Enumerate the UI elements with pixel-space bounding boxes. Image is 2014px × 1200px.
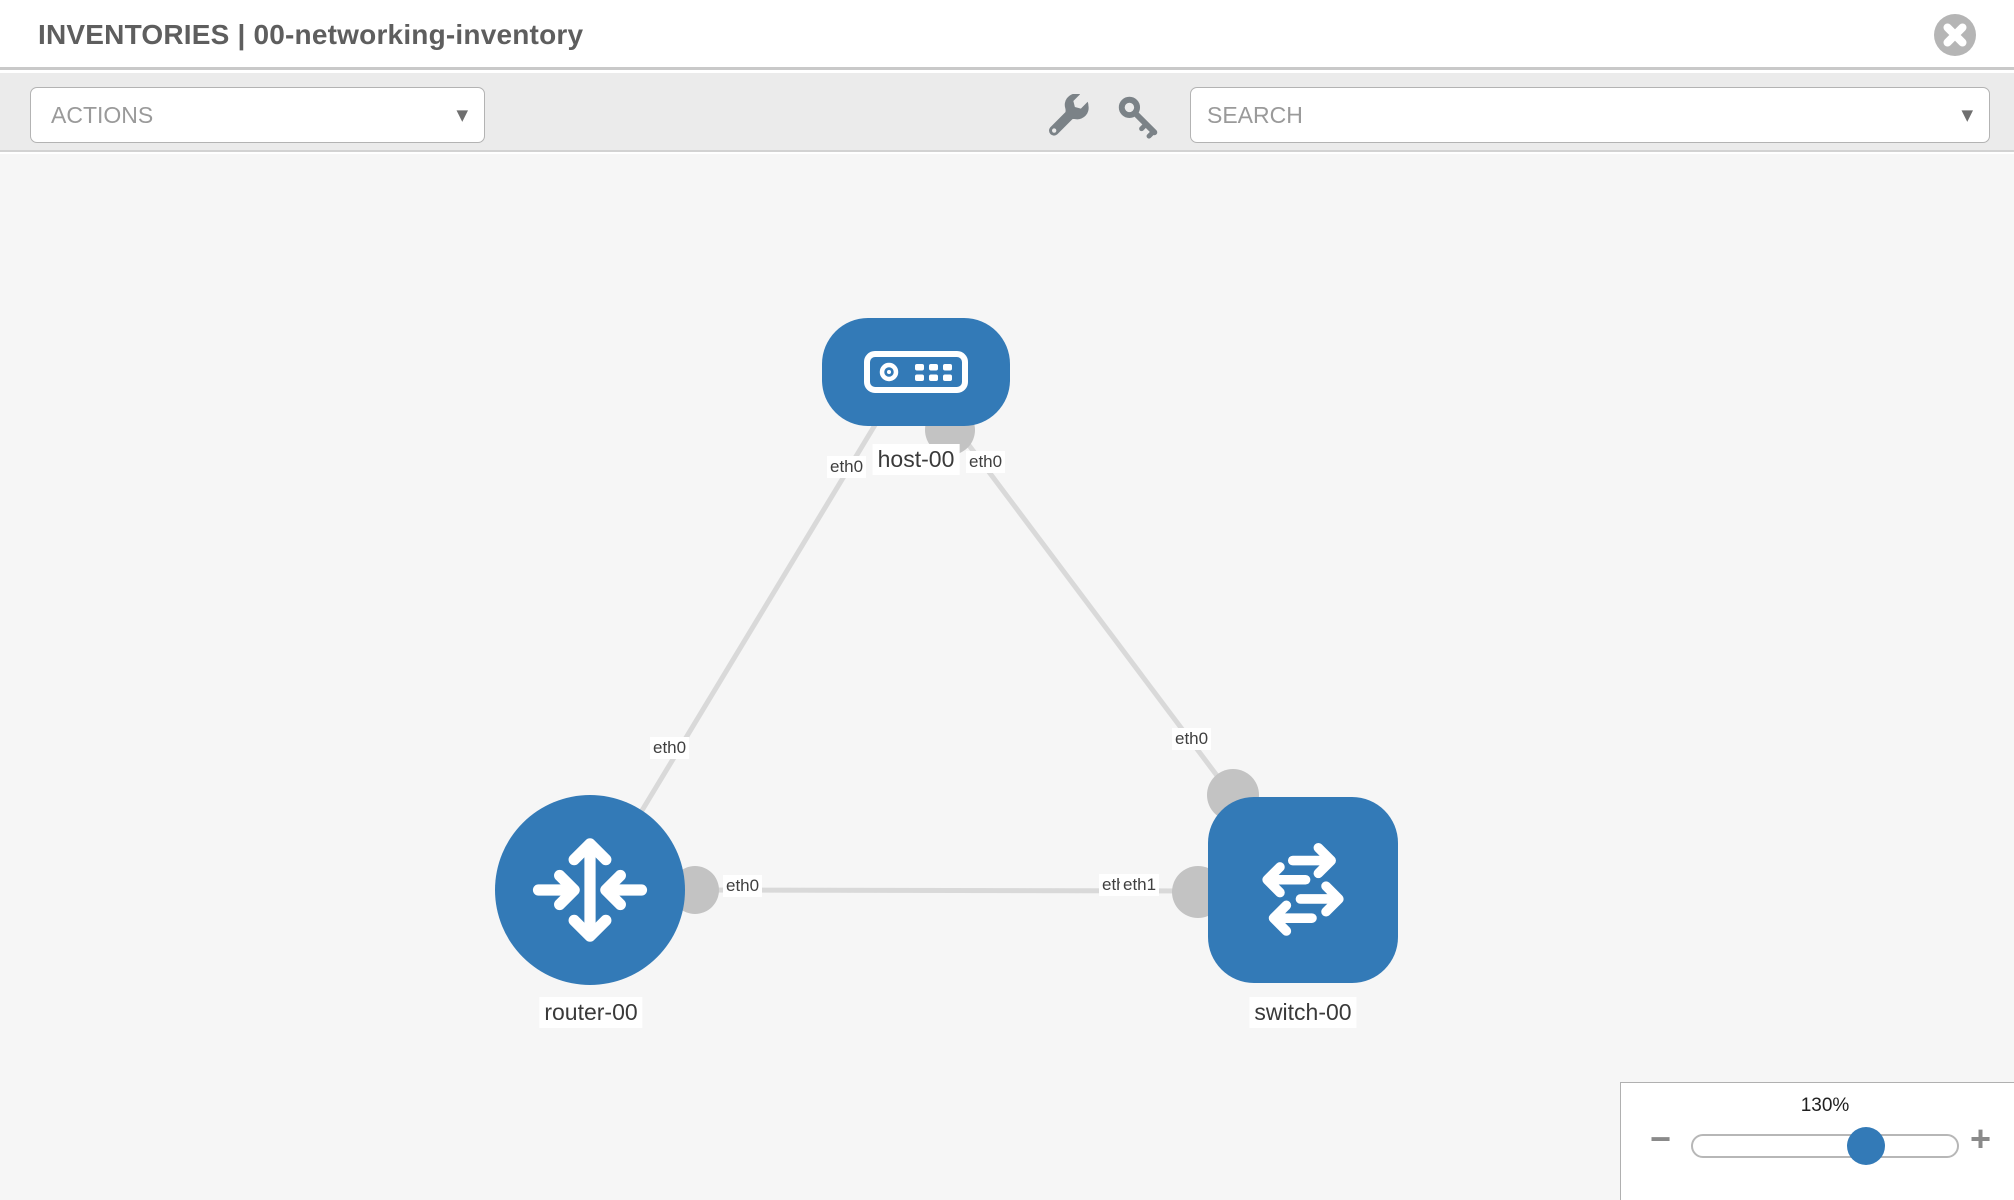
interface-label-host-eth0-right: eth0 (966, 451, 1006, 473)
host-icon (864, 351, 968, 393)
link-host-router (597, 418, 881, 882)
zoom-slider-track[interactable] (1691, 1127, 1959, 1165)
search-input[interactable] (1207, 88, 1907, 142)
zoom-in-button[interactable]: + (1970, 1118, 1992, 1159)
router-icon (532, 838, 648, 942)
interface-label-router-link-eth0: eth0 (650, 737, 690, 759)
interface-label-host-eth0-left: eth0 (827, 456, 867, 478)
close-icon (1934, 14, 1976, 56)
node-switch-00[interactable] (1208, 797, 1398, 983)
node-router-00[interactable] (495, 795, 685, 985)
chevron-down-icon: ▼ (456, 106, 468, 124)
interface-label-router-eth0: eth0 (723, 875, 763, 897)
node-label-host-00: host-00 (872, 444, 960, 475)
zoom-out-button[interactable]: − (1650, 1118, 1672, 1159)
page-title: INVENTORIES | 00-networking-inventory (38, 19, 584, 50)
node-label-switch-00: switch-00 (1249, 997, 1357, 1028)
close-button[interactable] (1933, 13, 1977, 57)
actions-dropdown[interactable]: ACTIONS ▼ (30, 87, 485, 143)
credentials-key-button[interactable] (1116, 94, 1162, 140)
header: INVENTORIES | 00-networking-inventory (0, 0, 2014, 70)
actions-dropdown-label: ACTIONS (51, 102, 154, 128)
zoom-percentage: 130% (1800, 1095, 1850, 1116)
topology-canvas[interactable] (0, 154, 2014, 1200)
configure-tools-button[interactable] (1046, 93, 1092, 140)
key-icon (1118, 96, 1158, 139)
wrench-icon (1049, 93, 1089, 136)
interface-label-switch-eth1: eth1 (1120, 874, 1160, 896)
toolbar: ACTIONS ▼ ▼ (0, 73, 2014, 152)
switch-icon (1262, 842, 1344, 936)
node-label-router-00: router-00 (539, 997, 643, 1028)
node-host-00[interactable] (822, 318, 1010, 426)
interface-label-clipped-text: eth (1102, 875, 1125, 894)
zoom-control-panel: 130% − + (1620, 1082, 2014, 1200)
chevron-down-icon: ▼ (1961, 106, 1973, 124)
search-combo[interactable]: ▼ (1190, 87, 1990, 143)
zoom-slider-thumb[interactable] (1847, 1127, 1885, 1165)
interface-label-switch-eth0: eth0 (1172, 728, 1212, 750)
